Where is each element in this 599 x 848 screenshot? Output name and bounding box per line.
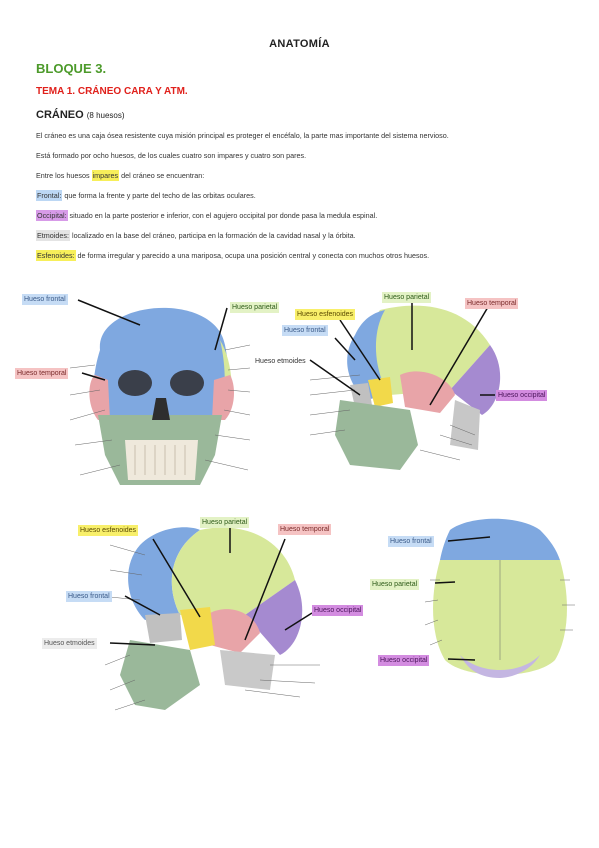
- top-label-frontal: Hueso frontal: [388, 536, 434, 547]
- front-label-parietal: Hueso parietal: [230, 302, 280, 313]
- impares-pre: Entre los huesos: [36, 171, 92, 180]
- interior-label-temporal: Hueso temporal: [278, 524, 332, 535]
- interior-label-esfenoides: Hueso esfenoides: [78, 525, 139, 536]
- esfenoides-text: de forma irregular y parecido a una mari…: [75, 251, 430, 260]
- front-label-frontal: Hueso frontal: [22, 294, 68, 305]
- occipital-text: situado en la parte posterior e inferior…: [67, 211, 378, 220]
- etmoides-term: Etmoides:: [36, 230, 70, 241]
- frontal-term: Frontal:: [36, 190, 63, 201]
- skull-front-figure: Hueso frontal Hueso parietal Hueso tempo…: [0, 280, 280, 500]
- top-label-occipital: Hueso occipital: [378, 655, 430, 666]
- lateral-label-temporal: Hueso temporal: [465, 298, 519, 309]
- skull-top-illustration: [424, 518, 575, 678]
- section-subtitle: (8 huesos): [86, 111, 125, 120]
- paragraph-intro: El cráneo es una caja ósea resistente cu…: [36, 131, 449, 140]
- interior-label-frontal: Hueso frontal: [66, 591, 112, 602]
- lateral-label-occipital: Hueso occipital: [496, 390, 548, 401]
- lateral-label-frontal: Hueso frontal: [282, 325, 328, 336]
- paragraph-impares: Entre los huesos impares del cráneo se e…: [36, 170, 576, 181]
- esfenoides-term: Esfenoides:: [36, 250, 76, 261]
- lateral-label-parietal: Hueso parietal: [382, 292, 432, 303]
- lateral-label-esfenoides: Hueso esfenoides: [295, 309, 356, 320]
- paragraph-composition: Está formado por ocho huesos, de los cua…: [36, 151, 307, 160]
- paragraph-occipital: Occipital: situado en la parte posterior…: [36, 210, 576, 221]
- section-title-text: CRÁNEO: [36, 109, 84, 121]
- page-title: ANATOMÍA: [269, 38, 330, 50]
- topic-title: TEMA 1. CRÁNEO CARA Y ATM.: [36, 86, 188, 97]
- frontal-text: que forma la frente y parte del techo de…: [62, 191, 256, 200]
- skull-front-illustration: [69, 299, 251, 485]
- etmoides-text: localizado en la base del cráneo, partic…: [69, 231, 356, 240]
- skull-interior-figure: Hueso esfenoides Hueso parietal Hueso te…: [30, 505, 385, 720]
- paragraph-esfenoides: Esfenoides: de forma irregular y parecid…: [36, 250, 576, 261]
- interior-label-occipital: Hueso occipital: [312, 605, 364, 616]
- skull-interior-illustration: [104, 525, 320, 711]
- skull-top-figure: Hueso frontal Hueso parietal Hueso occip…: [370, 510, 590, 690]
- front-label-temporal: Hueso temporal: [15, 368, 69, 379]
- lateral-label-etmoides: Hueso etmoides: [255, 358, 306, 365]
- interior-label-parietal: Hueso parietal: [200, 517, 250, 528]
- section-title: CRÁNEO (8 huesos): [36, 109, 125, 121]
- impares-post: del cráneo se encuentran:: [119, 171, 205, 180]
- skull-lateral-figure: Hueso parietal Hueso temporal Hueso esfe…: [250, 285, 595, 490]
- block-title: BLOQUE 3.: [36, 61, 107, 76]
- occipital-term: Occipital:: [36, 210, 68, 221]
- interior-label-etmoides: Hueso etmoides: [42, 638, 97, 649]
- impares-highlight: impares: [91, 170, 120, 181]
- top-label-parietal: Hueso parietal: [370, 579, 420, 590]
- skull-lateral-illustration: [309, 301, 501, 470]
- paragraph-etmoides: Etmoides: localizado en la base del crán…: [36, 230, 576, 241]
- paragraph-frontal: Frontal: que forma la frente y parte del…: [36, 190, 576, 201]
